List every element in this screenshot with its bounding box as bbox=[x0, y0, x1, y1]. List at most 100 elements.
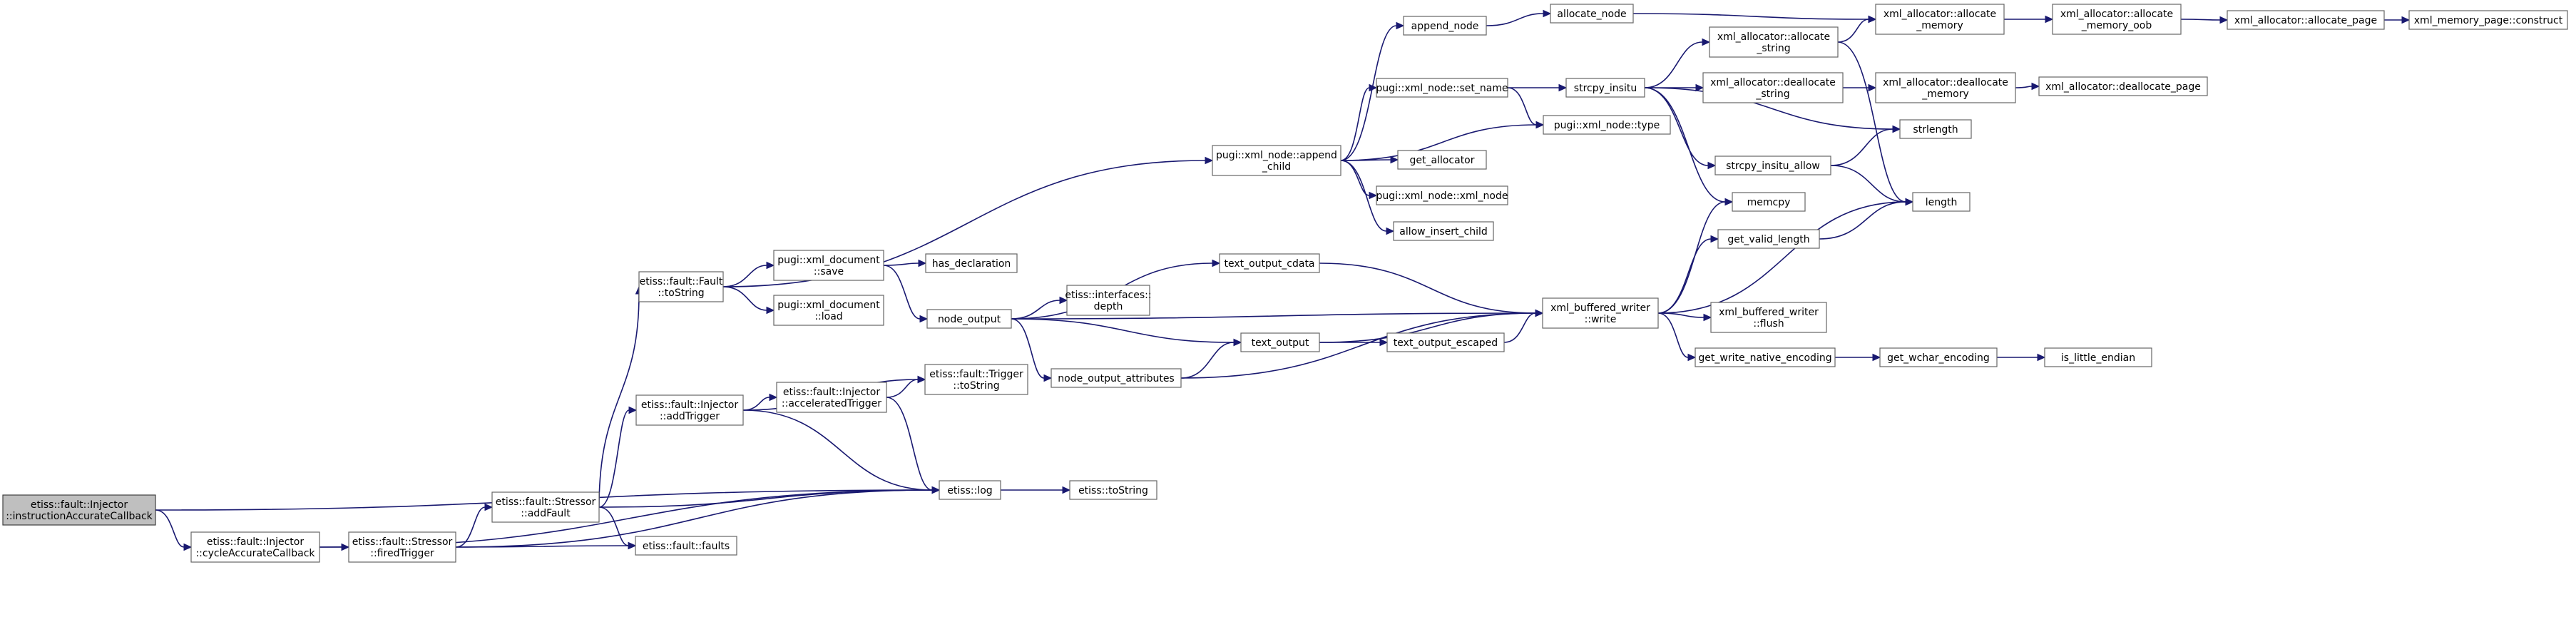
edge-line bbox=[1644, 87, 1893, 130]
graph-node-deallocmem[interactable]: xml_allocator::deallocate_memory bbox=[1875, 72, 2016, 103]
edge-arrowhead bbox=[1369, 83, 1378, 92]
node-label: _memory bbox=[1916, 20, 1963, 31]
node-label: etiss::fault::Stressor bbox=[496, 496, 596, 508]
graph-node-little[interactable]: is_little_endian bbox=[2044, 347, 2152, 367]
node-label: ::cycleAccurateCallback bbox=[195, 548, 315, 559]
node-box bbox=[1565, 78, 1645, 98]
graph-node-faulttostr[interactable]: etiss::fault::Fault::toString bbox=[638, 271, 724, 302]
edge-appendchild-to-setname bbox=[1340, 83, 1378, 161]
edge-arrowhead bbox=[2401, 16, 2411, 24]
node-box bbox=[1397, 150, 1487, 170]
edge-line bbox=[1644, 41, 1703, 88]
graph-node-insitu[interactable]: strcpy_insitu bbox=[1565, 78, 1645, 98]
edge-arrowhead bbox=[1702, 38, 1711, 46]
graph-node-trigtostr[interactable]: etiss::fault::Trigger::toString bbox=[924, 364, 1028, 395]
graph-node-strlength[interactable]: strlength bbox=[1899, 119, 1972, 139]
graph-node-cdata[interactable]: text_output_cdata bbox=[1219, 253, 1320, 273]
graph-node-faults[interactable]: etiss::fault::faults bbox=[635, 536, 737, 556]
edge-line bbox=[722, 265, 767, 287]
graph-node-escaped[interactable]: text_output_escaped bbox=[1386, 332, 1505, 352]
edge-allocstr-to-allocmem bbox=[1837, 15, 1877, 43]
node-label: text_output bbox=[1252, 337, 1309, 349]
graph-node-fired[interactable]: etiss::fault::Stressor::firedTrigger bbox=[348, 531, 456, 563]
edge-setname-to-type bbox=[1507, 87, 1545, 129]
graph-node-deallocpage[interactable]: xml_allocator::deallocate_page bbox=[2038, 76, 2208, 96]
graph-node-bwrite[interactable]: xml_buffered_writer::write bbox=[1542, 297, 1659, 329]
graph-node-textout[interactable]: text_output bbox=[1240, 332, 1320, 352]
node-label: xml_memory_page::construct bbox=[2414, 15, 2563, 26]
graph-node-type[interactable]: pugi::xml_node::type bbox=[1543, 115, 1671, 135]
graph-node-setname[interactable]: pugi::xml_node::set_name bbox=[1376, 78, 1508, 98]
graph-node-tostring[interactable]: etiss::toString bbox=[1069, 480, 1157, 500]
graph-node-construct[interactable]: xml_memory_page::construct bbox=[2408, 10, 2568, 30]
graph-node-nodeout[interactable]: node_output bbox=[926, 309, 1012, 329]
node-label: strcpy_insitu bbox=[1574, 83, 1637, 94]
graph-node-length[interactable]: length bbox=[1912, 192, 1971, 212]
graph-node-save[interactable]: pugi::xml_document::save bbox=[773, 250, 884, 281]
edge-line bbox=[883, 262, 919, 266]
graph-node-validlen[interactable]: get_valid_length bbox=[1717, 229, 1820, 249]
edge-bwrite-to-validlen bbox=[1657, 235, 1719, 314]
graph-node-log[interactable]: etiss::log bbox=[939, 480, 1001, 500]
edge-getwchar-to-little bbox=[1996, 353, 2046, 362]
edge-arrowhead bbox=[1233, 338, 1242, 347]
graph-node-getnative[interactable]: get_write_native_encoding bbox=[1695, 347, 1836, 367]
graph-node-cycle[interactable]: etiss::fault::Injector::cycleAccurateCal… bbox=[190, 531, 320, 563]
edge-layer bbox=[155, 9, 2411, 551]
graph-node-getalloc[interactable]: get_allocator bbox=[1397, 150, 1487, 170]
graph-node-xmlnode[interactable]: pugi::xml_node::xml_node bbox=[1376, 185, 1508, 205]
node-label: strcpy_insitu_allow bbox=[1726, 160, 1820, 172]
graph-node-allocstr[interactable]: xml_allocator::allocate_string bbox=[1709, 26, 1839, 58]
graph-node-appendnode[interactable]: append_node bbox=[1403, 16, 1487, 36]
graph-node-memcpy[interactable]: memcpy bbox=[1732, 192, 1806, 212]
graph-node-accel[interactable]: etiss::fault::Injector::acceleratedTrigg… bbox=[776, 382, 887, 413]
graph-node-addtrig[interactable]: etiss::fault::Injector::addTrigger bbox=[635, 394, 744, 426]
edge-allocoob-to-allocpage bbox=[2180, 16, 2229, 24]
edge-line bbox=[598, 409, 630, 508]
graph-node-attrs[interactable]: node_output_attributes bbox=[1051, 368, 1182, 388]
node-box bbox=[939, 480, 1001, 500]
edge-nodeout-to-textout bbox=[1011, 318, 1242, 347]
graph-node-root[interactable]: etiss::fault::Injector::instructionAccur… bbox=[2, 494, 156, 526]
edge-addfault-to-addtrig bbox=[598, 406, 638, 508]
node-label: _string bbox=[1755, 88, 1789, 100]
graph-node-allowins[interactable]: allow_insert_child bbox=[1393, 221, 1494, 241]
edge-insitu-to-allocstr bbox=[1644, 38, 1711, 88]
edge-arrowhead bbox=[766, 261, 775, 270]
edge-line bbox=[455, 506, 486, 548]
graph-node-allocnode[interactable]: allocate_node bbox=[1550, 4, 1634, 24]
graph-node-depth[interactable]: etiss::interfaces::depth bbox=[1065, 285, 1152, 316]
edge-insitu_allow-to-length bbox=[1830, 165, 1914, 206]
edge-nodeout-to-attrs bbox=[1011, 318, 1053, 382]
node-box bbox=[1066, 285, 1150, 316]
node-label: strlength bbox=[1913, 124, 1958, 136]
edge-line bbox=[1011, 300, 1060, 320]
edge-deallocstr-to-deallocmem bbox=[1843, 83, 1877, 92]
node-box bbox=[1051, 368, 1182, 388]
node-label: pugi::xml_node::set_name bbox=[1376, 83, 1508, 94]
node-label: text_output_cdata bbox=[1224, 258, 1314, 270]
node-label: get_write_native_encoding bbox=[1698, 352, 1831, 364]
graph-node-bflush[interactable]: xml_buffered_writer::flush bbox=[1710, 302, 1827, 333]
graph-node-addfault[interactable]: etiss::fault::Stressor::addFault bbox=[491, 491, 600, 523]
graph-node-load[interactable]: pugi::xml_document::load bbox=[773, 295, 884, 326]
node-box bbox=[638, 271, 724, 302]
graph-node-deallocstr[interactable]: xml_allocator::deallocate_string bbox=[1702, 72, 1844, 103]
graph-node-insitu-allow[interactable]: strcpy_insitu_allow bbox=[1714, 156, 1831, 175]
edge-line bbox=[1644, 87, 1726, 203]
graph-node-allocmem[interactable]: xml_allocator::allocate_memory bbox=[1875, 4, 2005, 35]
node-label: node_output_attributes bbox=[1058, 373, 1174, 384]
graph-node-allocpage[interactable]: xml_allocator::allocate_page bbox=[2227, 10, 2385, 30]
node-label: etiss::log bbox=[947, 485, 992, 496]
edge-line bbox=[598, 489, 933, 508]
node-box bbox=[1393, 221, 1494, 241]
graph-node-appendchild[interactable]: pugi::xml_node::append_child bbox=[1212, 145, 1341, 176]
graph-node-allocoob[interactable]: xml_allocator::allocate_memory_oob bbox=[2052, 4, 2182, 35]
graph-node-getwchar[interactable]: get_wchar_encoding bbox=[1879, 347, 1998, 367]
node-label: etiss::toString bbox=[1078, 485, 1148, 496]
edge-accel-to-trigtostr bbox=[886, 375, 926, 398]
node-layer: etiss::fault::Injector::instructionAccur… bbox=[2, 4, 2568, 563]
graph-node-hasdecl[interactable]: has_declaration bbox=[925, 253, 1018, 273]
edge-line bbox=[1657, 201, 1906, 314]
edge-line bbox=[886, 379, 919, 398]
